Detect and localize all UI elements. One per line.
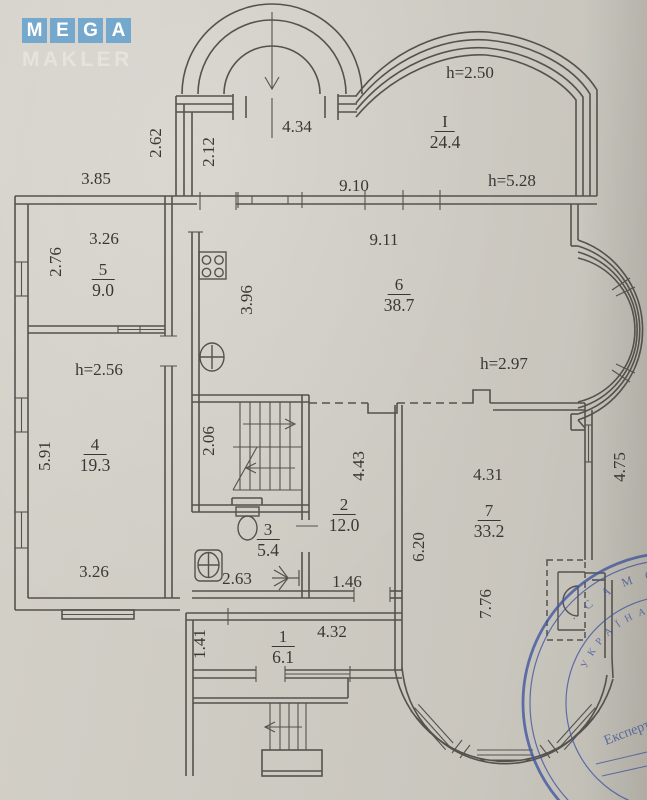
- shower-icon: [272, 565, 300, 591]
- stamp-center-text: Експерт: [602, 718, 647, 749]
- bathroom-sink-icon: [194, 549, 223, 582]
- stove-icon: [198, 251, 227, 280]
- room-label-1: 1 6.1: [271, 628, 295, 668]
- dim-hall-side: 2.12: [199, 137, 218, 167]
- height-label-hall: h=5.28: [488, 171, 536, 190]
- dim-room1-depth: 1.41: [190, 629, 209, 659]
- height-label-room6: h=2.97: [480, 354, 528, 373]
- room-area: 12.0: [328, 515, 360, 535]
- room-number: 4: [83, 436, 107, 455]
- bay-window-bottom: [394, 667, 614, 765]
- dim-room4-width: 3.26: [79, 562, 109, 581]
- logo-letter-tile: E: [50, 18, 75, 43]
- room-area: 24.4: [429, 132, 461, 152]
- dim-top-left: 3.85: [81, 169, 111, 188]
- dim-stair-width: 2.06: [199, 426, 218, 456]
- height-label-porch: h=2.50: [446, 63, 494, 82]
- logo-tiles: M E G A: [22, 18, 133, 43]
- dim-right-side: 4.75: [610, 452, 629, 482]
- stairs-exit: [263, 703, 307, 751]
- dim-room5-depth: 2.76: [46, 247, 65, 277]
- logo-letter-tile: G: [78, 18, 103, 43]
- dim-room6-width: 9.11: [369, 230, 399, 249]
- stamp-seal: · С А М О · У К Р А Ї Н А Експерт: [521, 553, 647, 800]
- dim-room4-depth: 5.91: [35, 441, 54, 471]
- room-label-5: 5 9.0: [91, 261, 115, 301]
- room-label-6: 6 38.7: [384, 276, 415, 316]
- dim-entrance-width: 4.34: [282, 117, 312, 136]
- room-number: 2: [332, 496, 356, 515]
- dim-room2-door: 1.46: [332, 572, 362, 591]
- room-number: 7: [477, 502, 501, 521]
- toilet-icon: [235, 506, 260, 541]
- dim-porch-side: 2.62: [146, 128, 165, 158]
- curved-roof-wall: [355, 30, 598, 196]
- room-label-hall: I 24.4: [430, 113, 461, 153]
- dim-kitchen-depth: 3.96: [237, 285, 256, 315]
- room-number: I: [435, 113, 455, 132]
- dim-room3-width: 2.63: [222, 569, 252, 588]
- bay-window-right: [570, 204, 644, 431]
- logo-letter-tile: A: [106, 18, 131, 43]
- dim-room7-width: 4.31: [473, 465, 503, 484]
- room-number: 5: [91, 261, 115, 280]
- logo-subtitle: MAKLER: [22, 48, 133, 71]
- room-area: 5.4: [257, 540, 279, 560]
- room-area: 33.2: [473, 521, 505, 541]
- entrance-arrow: [264, 76, 280, 91]
- room-number: 3: [256, 521, 280, 540]
- room-label-2: 2 12.0: [329, 496, 360, 536]
- room-number: 1: [271, 628, 295, 647]
- room-number: 6: [387, 276, 411, 295]
- height-label-left-wing: h=2.56: [75, 360, 123, 379]
- room-label-7: 7 33.2: [474, 502, 505, 542]
- room-label-4: 4 19.3: [80, 436, 111, 476]
- logo-letter-tile: M: [22, 18, 47, 43]
- megamakler-logo: M E G A MAKLER: [22, 18, 133, 72]
- room-area: 6.1: [272, 647, 294, 667]
- dim-room5-width: 3.26: [89, 229, 119, 248]
- room-area: 38.7: [383, 295, 415, 315]
- dim-room1-width: 4.32: [317, 622, 347, 641]
- kitchen-sink-icon: [199, 342, 225, 372]
- stamp-ring-text-inner: У К Р А Ї Н А: [579, 606, 647, 670]
- dim-room2-depth: 4.43: [349, 451, 368, 481]
- dim-room7-bottom: 7.76: [476, 589, 495, 619]
- room-label-3: 3 5.4: [256, 521, 280, 561]
- dim-room7-depth: 6.20: [409, 532, 428, 562]
- room-area: 9.0: [92, 280, 114, 300]
- dim-hall-width: 9.10: [339, 176, 369, 195]
- room-area: 19.3: [79, 455, 111, 475]
- stairs-main: [232, 402, 302, 491]
